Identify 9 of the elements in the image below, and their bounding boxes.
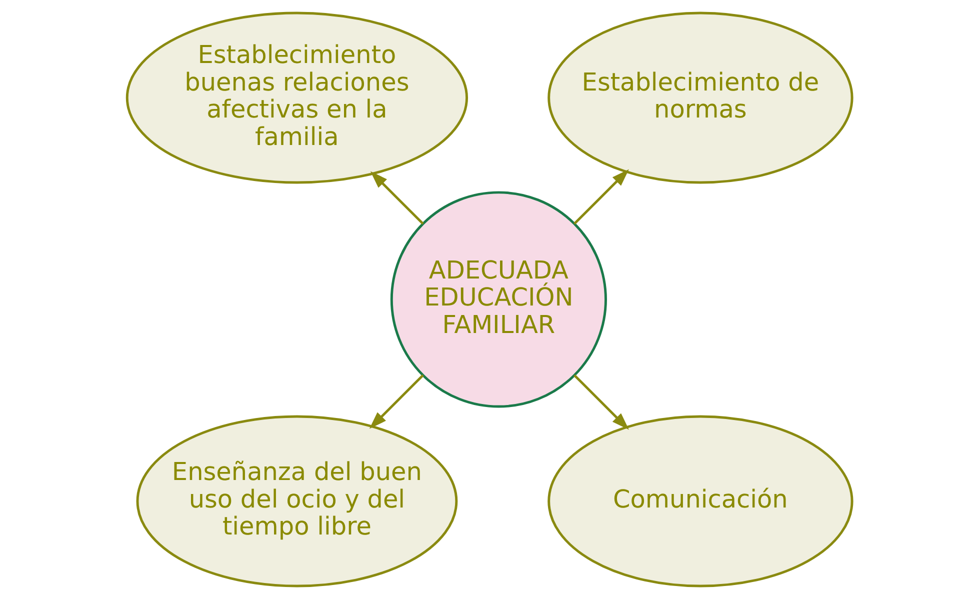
node-ellipse: Enseñanza del buen uso del ocio y del tiempo libre (136, 415, 458, 588)
node-ellipse: Establecimiento de normas (548, 12, 854, 184)
node-ellipse: Establecimiento buenas relaciones afectivas en la familia (126, 12, 468, 184)
arrow (574, 374, 629, 430)
arrow (574, 169, 629, 225)
arrow (370, 171, 424, 225)
node-circle: ADECUADA EDUCACIÓN FAMILIAR (390, 191, 607, 408)
node-ellipse: Comunicación (548, 415, 854, 588)
arrow (369, 374, 424, 429)
